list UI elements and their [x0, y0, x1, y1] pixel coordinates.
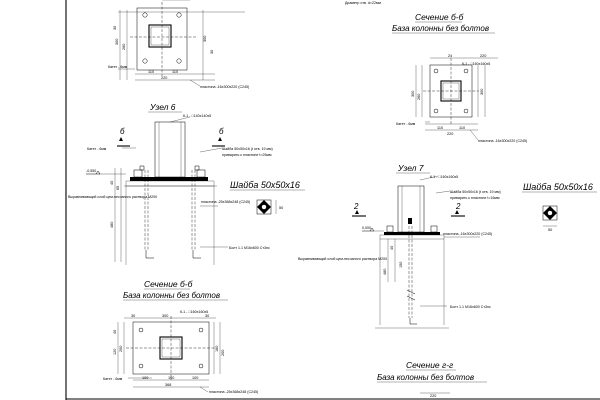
k1-label-bottom: К-1 - □160х160х5	[180, 310, 208, 314]
weld-label-bottom: Катет - 6мм	[103, 377, 123, 381]
svg-text:24: 24	[448, 54, 452, 58]
svg-text:300: 300	[162, 314, 168, 318]
column-section-top-right	[440, 80, 462, 102]
svg-text:220: 220	[447, 132, 453, 136]
svg-text:200: 200	[119, 346, 123, 352]
svg-text:2: 2	[353, 202, 359, 211]
washer-detail-right: Шайба 50х50х16 50	[522, 182, 597, 232]
svg-text:260: 260	[417, 94, 421, 100]
washer-note-node6: Шайба 50х50х16 (t отв. 19 мм)	[222, 147, 273, 151]
washer-detail-left: Шайба 50х50х16 50	[230, 180, 305, 215]
weld-note-node7: приварить к пластине t=16мм	[450, 196, 500, 200]
svg-text:30: 30	[113, 26, 117, 30]
svg-text:100: 100	[142, 376, 148, 380]
elevation-neg: -0,550	[86, 169, 96, 173]
section-b-top-subtitle: База колонны без болтов	[392, 24, 489, 33]
svg-text:120: 120	[113, 349, 117, 355]
weld-label-top-left: Катет - 6мм	[108, 65, 128, 69]
section-g: Сечение г-г База колонны без болтов 220	[377, 360, 487, 398]
svg-text:110: 110	[459, 126, 465, 130]
svg-text:50: 50	[548, 228, 552, 232]
svg-text:110: 110	[437, 126, 443, 130]
plan-top-left: 30 300 260 300 30 Катет - 6мм 110 110 22…	[108, 0, 249, 89]
svg-text:100: 100	[192, 376, 198, 380]
section-b-bottom-title: Сечение б-б	[144, 279, 194, 289]
svg-text:300: 300	[203, 36, 207, 42]
svg-text:480: 480	[383, 269, 387, 275]
svg-text:40: 40	[390, 246, 394, 250]
section-g-subtitle: База колонны без болтов	[377, 373, 474, 382]
node-7: Узел 7 К-1 - □160х160х5 2 2 0,000	[298, 163, 501, 329]
weld-note-node6: приварить к пластине t=25мм	[222, 153, 272, 157]
svg-text:160: 160	[168, 376, 174, 380]
svg-text:65: 65	[116, 186, 120, 190]
svg-text:2: 2	[455, 202, 461, 211]
svg-text:110: 110	[148, 70, 154, 74]
column-section-top-left	[148, 24, 172, 48]
washer-title-right: Шайба 50х50х16	[523, 182, 593, 192]
node-6-title: Узел 6	[149, 102, 176, 112]
washer-note-node7: Шайба 50х50х16 (t отв. 19 мм)	[450, 190, 501, 194]
node-6: Узел 6 б б К-1 - □140х140х5	[68, 102, 273, 265]
bolt-label-node7: Болт 1.1 М16х600 Ст3пс	[450, 305, 491, 309]
svg-text:б: б	[219, 127, 224, 136]
section-b-top-title: Сечение б-б	[415, 12, 465, 22]
section-b-bottom: Сечение б-б База колонны без болтов 30 3…	[103, 279, 258, 394]
svg-text:220: 220	[430, 394, 436, 398]
plate-label-node6: пластина -25х368х248 (С245)	[201, 200, 250, 204]
plate-label-node7: пластина -16х300х220 (С245)	[443, 232, 492, 236]
svg-text:б: б	[120, 127, 125, 136]
svg-text:40: 40	[113, 330, 117, 334]
svg-text:30: 30	[131, 314, 135, 318]
base-plate-node6	[130, 177, 208, 181]
svg-text:300: 300	[115, 39, 119, 45]
k1-label-node6: К-1 - □140х140х5	[183, 114, 211, 118]
grout-label-node6: Выравнивающий слой цем-песчаного раствор…	[68, 195, 157, 199]
section-g-title: Сечение г-г	[406, 360, 453, 370]
elevation-zero: 0,000	[362, 226, 371, 230]
svg-text:260: 260	[122, 44, 126, 50]
svg-text:220: 220	[161, 76, 167, 80]
svg-text:30: 30	[205, 314, 209, 318]
weld-label-top-right: Катет - 6мм	[396, 122, 416, 126]
column-elevation-node6	[154, 121, 186, 178]
svg-text:220: 220	[480, 54, 486, 58]
svg-text:150: 150	[399, 262, 403, 268]
grout-label-node7: Выравнивающий слой цем-песчаного раствор…	[298, 257, 387, 261]
section-b-bottom-subtitle: База колонны без болтов	[123, 291, 220, 300]
svg-text:300: 300	[480, 89, 484, 95]
top-note: Диаметр отв. d=22мм	[345, 1, 381, 5]
washer-title-left: Шайба 50х50х16	[230, 180, 300, 190]
k1-label-top-right: К-1 - □160х160х5	[462, 62, 490, 66]
k1-label-node7: К-1 - □160х160х5	[430, 175, 458, 179]
plate-label-top-left: пластина -16х300х220 (С245)	[200, 85, 249, 89]
node-7-title: Узел 7	[397, 163, 424, 173]
svg-text:368: 368	[165, 383, 171, 387]
column-section-bottom	[159, 336, 183, 360]
plate-label-bottom: пластина -25х368х248 (С245)	[209, 390, 258, 394]
plate-label-top-right: пластина -16х300х220 (С245)	[478, 139, 527, 143]
bolt-label-node6: Болт 1.1 М16х600 Ст3пс	[229, 246, 270, 250]
svg-text:30: 30	[210, 50, 214, 54]
svg-text:480: 480	[110, 222, 114, 228]
svg-text:40: 40	[110, 181, 114, 185]
svg-text:300: 300	[411, 91, 415, 97]
svg-text:50: 50	[279, 206, 283, 210]
section-b-top-right: Сечение б-б База колонны без болтов 24 2…	[392, 12, 527, 143]
weld-label-node6: Катет - 6мм	[87, 147, 107, 151]
svg-text:160: 160	[215, 346, 219, 352]
svg-text:110: 110	[172, 70, 178, 74]
svg-text:200: 200	[221, 350, 225, 356]
